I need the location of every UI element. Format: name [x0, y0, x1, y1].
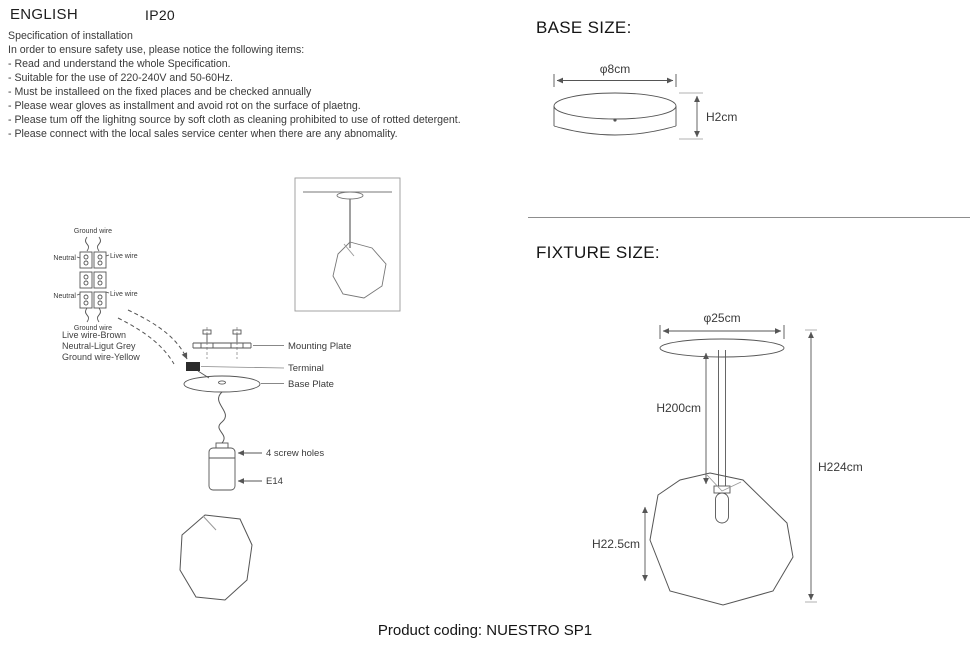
section-divider [528, 217, 970, 218]
base-diameter-label: φ8cm [600, 62, 630, 76]
bulb [715, 492, 729, 524]
wire-squiggle [85, 307, 89, 323]
assembled-pendant-inset [294, 177, 401, 312]
spec-item: - Suitable for the use of 220-240V and 5… [8, 72, 233, 84]
base-top-rim [553, 92, 677, 120]
wiring-labels: Ground wire Neutral Live wire Neutral Li… [53, 228, 137, 332]
live-wire-label-2: Live wire [110, 291, 138, 298]
bulb-socket-cap [713, 485, 731, 494]
screw-holes-label: 4 screw holes [266, 448, 324, 459]
wire-color-legend: Live wire-Brown Neutral-Ligut Grey Groun… [62, 330, 140, 364]
terminal-label: Terminal [288, 363, 324, 374]
inset-frame [294, 177, 401, 312]
leader-line [200, 366, 285, 369]
legend-neutral-wire: Neutral-Ligut Grey [62, 341, 136, 352]
legend-live-wire: Live wire-Brown [62, 330, 127, 340]
base-size-title: BASE SIZE: [536, 18, 632, 37]
spec-item: - Please connect with the local sales se… [8, 128, 398, 140]
fixture-size-title: FIXTURE SIZE: [536, 243, 660, 262]
ceiling-canopy [659, 338, 785, 358]
inset-canopy [336, 191, 364, 200]
extension-lines [679, 92, 703, 140]
installation-diagram: Ground wire Neutral Live wire Neutral Li… [53, 177, 401, 601]
glass-shade-outline [649, 472, 794, 606]
ground-wire-bottom-label: Ground wire [74, 325, 112, 332]
socket-label: E14 [266, 476, 283, 487]
base-plate-label: Base Plate [288, 379, 334, 390]
inset-shade [332, 241, 387, 299]
spec-item: - Must be installeed on the fixed places… [8, 86, 312, 98]
neutral-label-1: Neutral [53, 255, 76, 262]
shade-height-label: H22.5cm [592, 537, 640, 551]
product-coding: Product coding: NUESTRO SP1 [377, 622, 593, 639]
fixture-diameter-label: φ25cm [703, 311, 740, 325]
rod-height-label: H200cm [656, 401, 701, 415]
language-label: ENGLISH [10, 6, 78, 23]
dashed-guide-arrow-2 [117, 317, 175, 365]
extension-lines [805, 329, 817, 603]
wiring-terminal-drawing [76, 236, 110, 323]
spec-item: - Please tum off the lighitng source by … [8, 114, 461, 126]
live-wire-label-1: Live wire [110, 253, 138, 260]
base-size-diagram: φ8cm H2cm [553, 62, 737, 140]
dashed-guide-arrow [127, 309, 188, 360]
installation-part-labels: Mounting Plate Terminal Base Plate 4 scr… [266, 341, 351, 487]
inset-shade-facet [343, 243, 355, 257]
spec-item: - Read and understand the whole Specific… [8, 58, 231, 70]
base-plate-drawing [183, 375, 284, 393]
wire-squiggle [85, 236, 89, 252]
mounting-plate-label: Mounting Plate [288, 341, 351, 352]
ground-wire-top-label: Ground wire [74, 228, 112, 235]
base-center-hole [613, 118, 617, 122]
legend-ground-wire: Ground wire-Yellow [62, 352, 140, 363]
spec-title: Specification of installation [8, 30, 133, 42]
spec-item: - Please wear gloves as installment and … [8, 100, 361, 112]
spec-intro: In order to ensure safety use, please no… [8, 44, 305, 56]
wire-squiggle [97, 236, 101, 252]
shade-facet-line [202, 515, 217, 531]
total-height-label: H224cm [818, 460, 863, 474]
mounting-plate-drawing [192, 327, 284, 359]
installation-specification: Specification of installation In order t… [8, 29, 533, 141]
base-sides [553, 106, 677, 126]
fixture-size-diagram: φ25cm H200cm H224cm H22.5cm [592, 311, 863, 606]
wire-squiggle [97, 307, 101, 323]
terminal-block [186, 362, 200, 371]
ip-rating-label: IP20 [145, 7, 175, 23]
base-bottom-rim [553, 125, 677, 136]
pendant-cord [218, 391, 226, 444]
terminal-drawing [186, 362, 285, 379]
neutral-label-2: Neutral [53, 293, 76, 300]
glass-shade-drawing [179, 514, 253, 601]
lamp-socket-drawing [208, 442, 262, 491]
shade-facet-line [706, 474, 742, 492]
base-height-label: H2cm [706, 110, 737, 124]
